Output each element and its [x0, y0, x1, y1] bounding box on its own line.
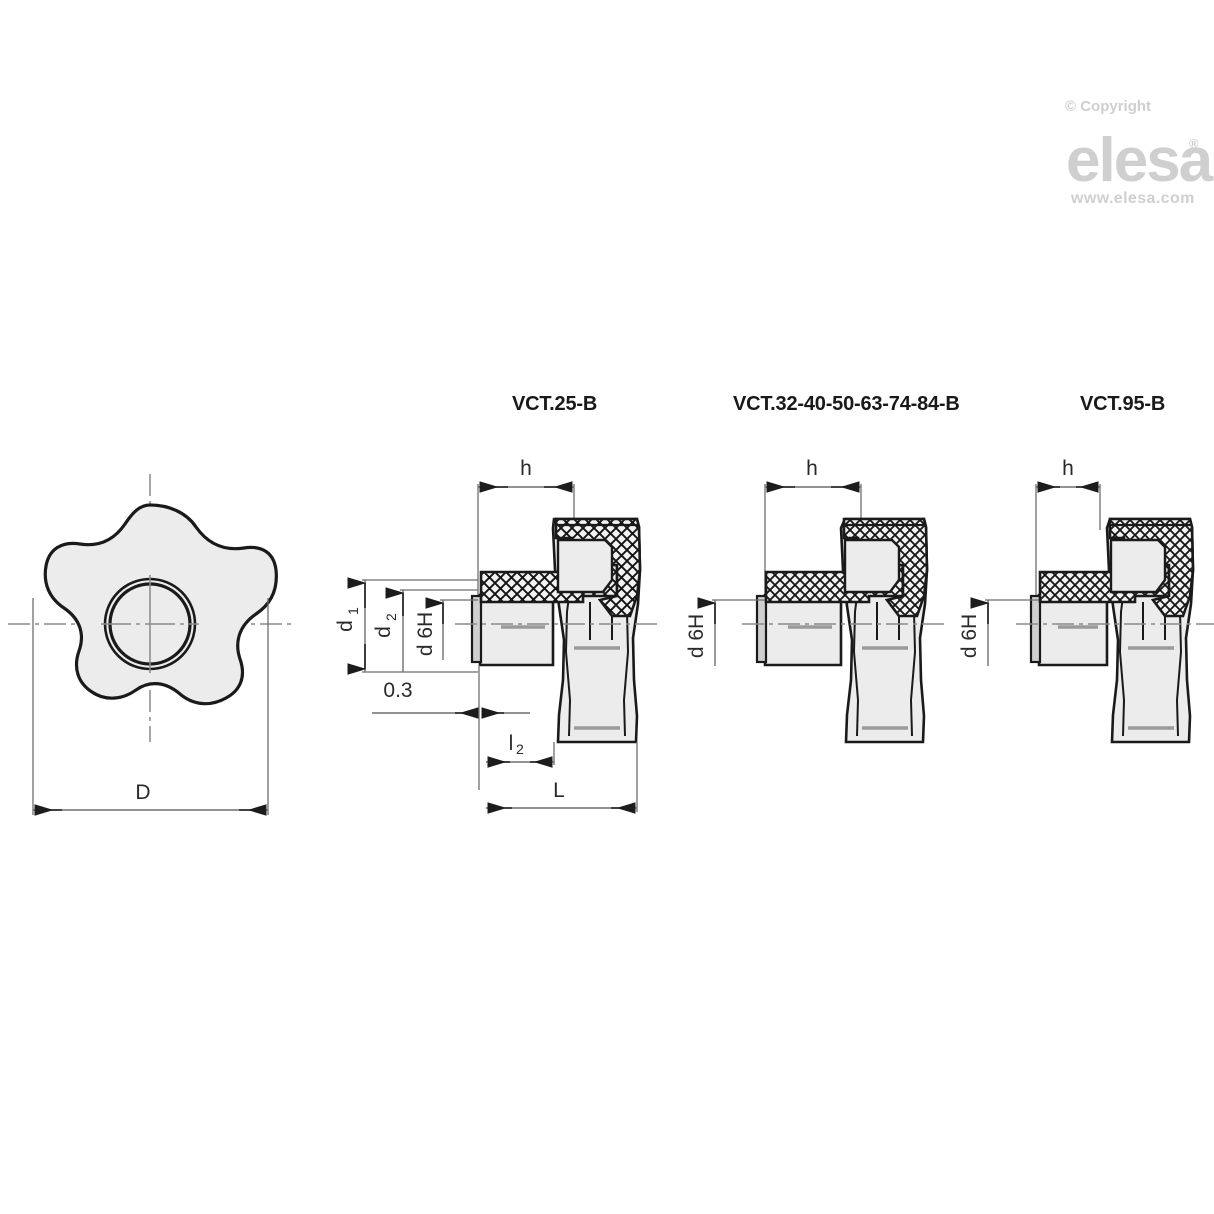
vct32-dim-label-h: h: [806, 457, 818, 480]
vct25-dim-label-d1-subscript: 1: [345, 607, 361, 615]
vct25-dim-label-h: h: [520, 457, 532, 480]
vct95-stud-body: [1037, 593, 1109, 667]
vct25-section-cavity: [556, 538, 614, 594]
vct32-section-cavity: [843, 538, 901, 594]
vct25-dim-label-d6H: d 6H: [414, 612, 437, 656]
vct25-dim-label-l2-group: l 2: [509, 732, 524, 757]
section-title-vct95: VCT.95-B: [1080, 393, 1165, 415]
vct32-dim-label-d6H: d 6H: [685, 614, 708, 658]
section-title-vct32to84: VCT.32-40-50-63-74-84-B: [733, 393, 960, 415]
vct95-dim-label-d6H: d 6H: [958, 614, 981, 658]
vct25-dim-label-d2-group: d 2: [372, 613, 399, 638]
star-knob-front-view: D: [8, 474, 292, 816]
vct25-dim-label-chamfer: 0.3: [383, 679, 412, 702]
elesa-wordmark: elesa: [1066, 126, 1214, 195]
vct32-stud-body: [763, 593, 843, 667]
vct25-dim-label-l2-subscript: 2: [516, 741, 524, 757]
vct25-dim-label-d2: d: [372, 626, 395, 638]
section-view-vct32to84: h d 6H: [685, 457, 946, 744]
registered-trademark-icon: ®: [1189, 136, 1199, 151]
vct95-stud-end-face: [1029, 594, 1042, 664]
vct32-stud-end-face: [755, 594, 768, 664]
vct95-dim-label-h: h: [1062, 457, 1074, 480]
vct25-dim-label-l2: l: [509, 732, 514, 755]
vct25-dim-label-d1: d: [334, 620, 357, 632]
website-label: www.elesa.com: [1070, 190, 1195, 207]
dim-label-D: D: [135, 781, 150, 804]
vct25-stud-end-face: [470, 594, 483, 664]
vct25-stud-body: [478, 593, 555, 667]
elesa-branding: © Copyright elesa ® www.elesa.com: [1065, 98, 1214, 207]
vct25-dim-label-d2-subscript: 2: [383, 613, 399, 621]
vct25-dim-label-L: L: [553, 779, 565, 802]
vct95-section-cavity: [1109, 538, 1167, 594]
vct25-dim-label-d1-group: d 1: [334, 607, 361, 632]
section-view-vct25: h d 1: [334, 457, 660, 814]
section-view-vct95: h d 6H: [958, 457, 1214, 744]
section-title-vct25: VCT.25-B: [512, 393, 597, 415]
copyright-label: © Copyright: [1065, 98, 1151, 115]
